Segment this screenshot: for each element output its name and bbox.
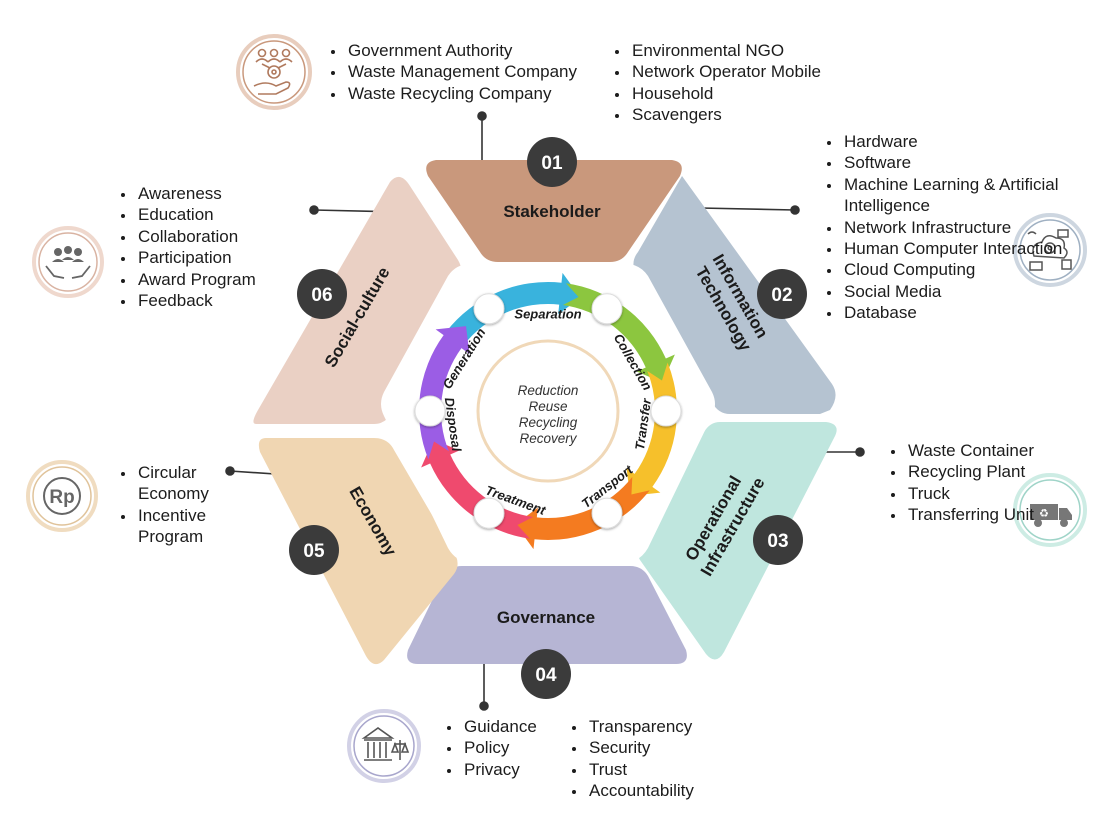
cycle-node [591, 293, 623, 325]
connector-dot [477, 111, 487, 121]
connector-dot [309, 205, 319, 215]
cycle-arrow [515, 476, 650, 550]
list-item: Household [630, 83, 821, 104]
economy-list: Circular EconomyIncentive Program [114, 462, 246, 548]
list-item: Network Operator Mobile [630, 61, 821, 82]
list-item: Database [842, 302, 1064, 323]
list-item: Machine Learning & Artificial Intelligen… [842, 174, 1064, 217]
recycling-truck-icon: ♻ [1013, 473, 1087, 547]
list-item: Trust [587, 759, 694, 780]
list-item: Education [136, 204, 256, 225]
center-line-3: Recycling [519, 415, 578, 430]
courthouse-icon [347, 709, 421, 783]
badge-number: 02 [771, 285, 792, 306]
list-item: Waste Container [906, 440, 1046, 461]
list-item: Incentive Program [136, 505, 246, 548]
segment-operational-infrastructure [637, 422, 837, 660]
list-item: Privacy [462, 759, 537, 780]
cycle-node [473, 497, 505, 529]
badge-01: 01 [527, 137, 577, 187]
badge-number: 01 [541, 153, 563, 174]
connector-dot [225, 466, 235, 476]
list-item: Guidance [462, 716, 537, 737]
list-item: Awareness [136, 183, 256, 204]
list-item: Award Program [136, 269, 256, 290]
list-item: Scavengers [630, 104, 821, 125]
center-line-2: Reuse [528, 399, 567, 414]
badge-03: 03 [753, 515, 803, 565]
social-culture-list: AwarenessEducationCollaborationParticipa… [114, 183, 256, 311]
cycle-node [591, 497, 623, 529]
operational-infrastructure-list: Waste ContainerRecycling PlantTruckTrans… [884, 440, 1046, 526]
stakeholder-list-right: Environmental NGONetwork Operator Mobile… [608, 40, 821, 126]
list-item: Accountability [587, 780, 694, 801]
segment-title-governance: Governance [497, 608, 595, 627]
center-line-4: Recovery [519, 431, 577, 446]
cycle-node [414, 395, 446, 427]
recycle-symbol: ♻ [1039, 507, 1049, 520]
governance-list-left: GuidancePolicyPrivacy [440, 716, 537, 780]
list-item: Transparency [587, 716, 694, 737]
segment-governance [407, 566, 687, 664]
stakeholder-list-left: Government AuthorityWaste Management Com… [324, 40, 577, 104]
badge-06: 06 [297, 269, 347, 319]
list-item: Truck [906, 483, 1046, 504]
cycle-arrow [421, 439, 534, 539]
list-item: Recycling Plant [906, 461, 1046, 482]
list-item: Policy [462, 737, 537, 758]
stage-label-transfer: Transfer [632, 397, 654, 451]
segment-stakeholder [426, 160, 682, 262]
connector-dot [855, 447, 865, 457]
people-network-icon [236, 34, 312, 110]
badge-02: 02 [757, 269, 807, 319]
community-hands-icon [32, 226, 104, 298]
connector-lines [225, 111, 865, 711]
connector-dot [790, 205, 800, 215]
connector-information-technology [699, 207, 796, 211]
governance-list-right: TransparencySecurityTrustAccountability [565, 716, 694, 802]
cycle-node [473, 293, 505, 325]
list-item: Social Media [842, 281, 1064, 302]
list-item: Cloud Computing [842, 259, 1064, 280]
cycle-arrow [446, 272, 581, 346]
connector-dot [479, 701, 489, 711]
list-item: Network Infrastructure [842, 217, 1064, 238]
list-item: Human Computer Interaction [842, 238, 1064, 259]
stage-label-separation: Separation [514, 306, 581, 321]
list-item: Circular Economy [136, 462, 246, 505]
badge-04: 04 [521, 649, 571, 699]
list-item: Collaboration [136, 226, 256, 247]
list-item: Participation [136, 247, 256, 268]
badge-number: 06 [311, 285, 332, 306]
badge-number: 04 [535, 665, 557, 686]
list-item: Waste Management Company [346, 61, 577, 82]
rupiah-symbol: Rp [49, 487, 74, 508]
list-item: Hardware [842, 131, 1064, 152]
badge-number: 03 [767, 531, 788, 552]
list-item: Government Authority [346, 40, 577, 61]
list-item: Environmental NGO [630, 40, 821, 61]
information-technology-list: HardwareSoftwareMachine Learning & Artif… [820, 131, 1064, 324]
process-cycle-ring: SeparationCollectionTransferTransportTre… [414, 272, 682, 550]
cloud-computing-icon [1013, 213, 1087, 287]
segment-economy [258, 438, 458, 665]
center-circle [476, 339, 620, 483]
center-line-1: Reduction [518, 383, 579, 398]
badge-05: 05 [289, 525, 339, 575]
list-item: Feedback [136, 290, 256, 311]
list-item: Transferring Unit [906, 504, 1046, 525]
rupiah-coin-icon: Rp [26, 460, 98, 532]
segment-title-stakeholder: Stakeholder [503, 202, 601, 221]
cycle-node [650, 395, 682, 427]
cycle-arrow [562, 283, 675, 383]
list-item: Waste Recycling Company [346, 83, 577, 104]
badge-number: 05 [303, 541, 325, 562]
list-item: Software [842, 152, 1064, 173]
list-item: Security [587, 737, 694, 758]
